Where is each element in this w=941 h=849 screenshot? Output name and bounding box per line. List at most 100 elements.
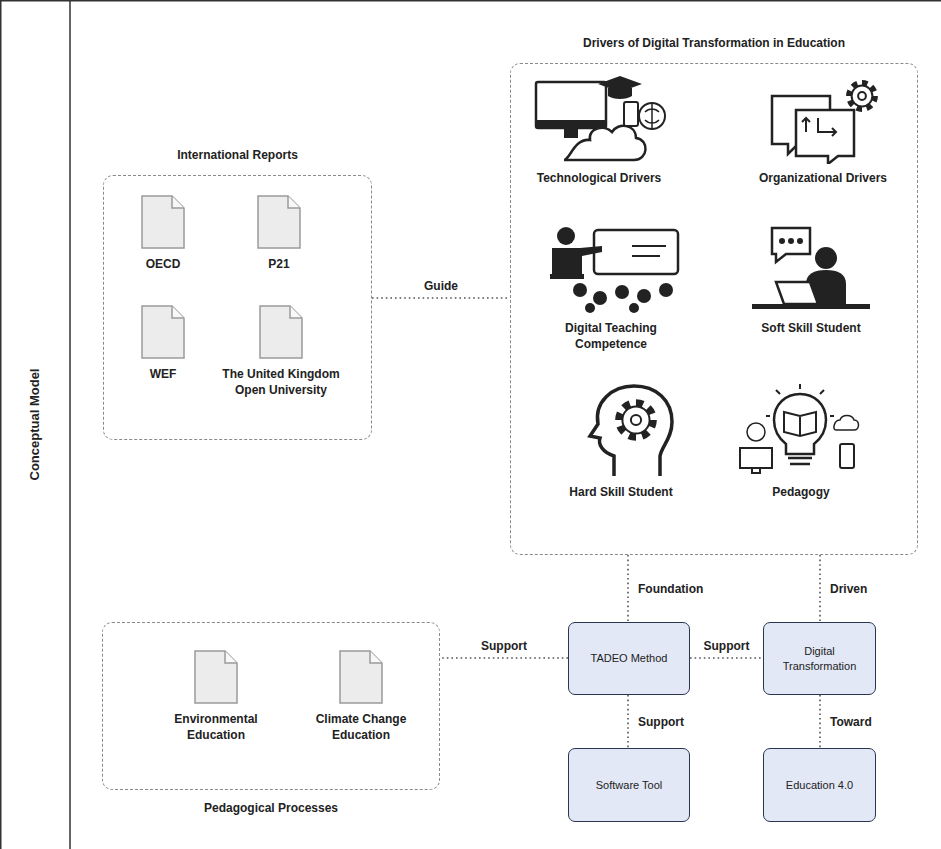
icon-circle [639,103,665,129]
text-block: OECD [146,250,181,272]
icon-node: Technological Drivers [524,74,674,186]
text-block: Software Tool [596,778,662,792]
box-label: Software Tool [596,778,662,792]
icon-label: Technological Drivers [537,170,661,186]
icon-node: WEF [118,304,208,382]
icon-circle [619,403,653,437]
icon-path [834,416,859,431]
text-block: Hard Skill Student [569,478,672,500]
icon-path [370,651,382,663]
text-block: Climate Change Education [301,705,421,743]
box-label: TADEO Method [591,651,668,665]
icon-node: Pedagogy [736,382,866,500]
icon-rect [564,128,578,138]
icon-node: Environmental Education [156,649,276,743]
icon-circle [797,238,803,244]
icon-path [172,306,184,318]
icon-doc [140,304,186,360]
icon-circle [788,238,794,244]
edge-label: Support [479,639,529,653]
icon-circle [573,283,587,297]
icon-doc [140,194,186,250]
icon-ped [736,382,866,478]
edge-label: Driven [828,582,869,596]
text-block: Soft Skill Student [761,314,860,336]
icon-label: Soft Skill Student [761,320,860,336]
icon-doc [256,194,302,250]
group-frame: Pedagogical ProcessesEnvironmental Educa… [102,622,440,790]
icon-node: Digital Teaching Competence [536,224,686,352]
text-block: The United Kingdom Open University [216,360,346,398]
icon-rect [752,304,870,309]
icon-circle [593,291,607,305]
text-block: P21 [268,250,289,272]
icon-node: Organizational Drivers [758,74,888,186]
edge-label: Support [636,715,686,729]
text-block: Organizational Drivers [759,164,887,186]
icon-tech [524,74,674,164]
icon-path [802,118,810,132]
dotted-connector [372,297,510,299]
icon-circle [779,238,785,244]
text-block: Digital Transformation [770,644,869,673]
edge-label: Guide [422,279,460,293]
box-label: Digital Transformation [770,644,869,673]
group-frame: International ReportsOECDP21WEFThe Unite… [103,175,372,440]
text-block: Technological Drivers [537,164,661,186]
icon-circle [622,406,649,433]
icon-label: Hard Skill Student [569,484,672,500]
icon-label: Climate Change Education [301,711,421,743]
icon-rect [536,82,606,128]
process-box: Digital Transformation [763,622,876,695]
text-block: Education 4.0 [786,778,853,792]
process-box: TADEO Method [568,622,690,695]
icon-path [788,458,812,464]
box-label: Education 4.0 [786,778,853,792]
icon-path [774,394,826,454]
icon-teach [536,224,686,314]
icon-path [608,88,632,99]
dotted-connector [819,555,821,622]
group-frame: Drivers of Digital Transformation in Edu… [510,63,918,555]
icon-circle [747,423,765,441]
icon-path [225,651,237,663]
icon-circle [629,303,639,313]
icon-path [552,246,602,276]
icon-soft [746,224,876,314]
icon-rect [550,274,584,279]
icon-path [142,196,184,248]
text-block: WEF [150,360,177,382]
icon-path [645,103,659,129]
icon-doc [258,304,304,360]
icon-path [260,306,302,358]
icon-circle [557,227,575,245]
text-block: Pedagogy [772,478,829,500]
text-block: Environmental Education [156,705,276,743]
icon-label: Environmental Education [156,711,276,743]
icon-path [632,246,666,256]
icon-path [796,110,854,164]
frame-line [0,0,2,849]
icon-path [195,651,237,703]
icon-path [340,651,382,703]
icon-label: The United Kingdom Open University [216,366,346,398]
dotted-connector [819,695,821,748]
text-block: Digital Teaching Competence [536,314,686,352]
icon-path [288,196,300,208]
dotted-connector [690,657,763,659]
icon-circle [659,283,673,297]
icon-path [766,384,834,416]
icon-label: OECD [146,256,181,272]
icon-path [290,306,302,318]
edge-label: Foundation [636,582,705,596]
icon-doc [193,649,239,705]
icon-label: Digital Teaching Competence [536,320,686,352]
icon-path [590,386,672,476]
text-block: TADEO Method [591,651,668,665]
icon-circle [852,86,873,107]
dotted-connector [440,657,568,659]
icon-path [172,196,184,208]
icon-rect [594,230,678,274]
icon-circle [585,303,595,313]
dotted-connector [627,695,629,748]
